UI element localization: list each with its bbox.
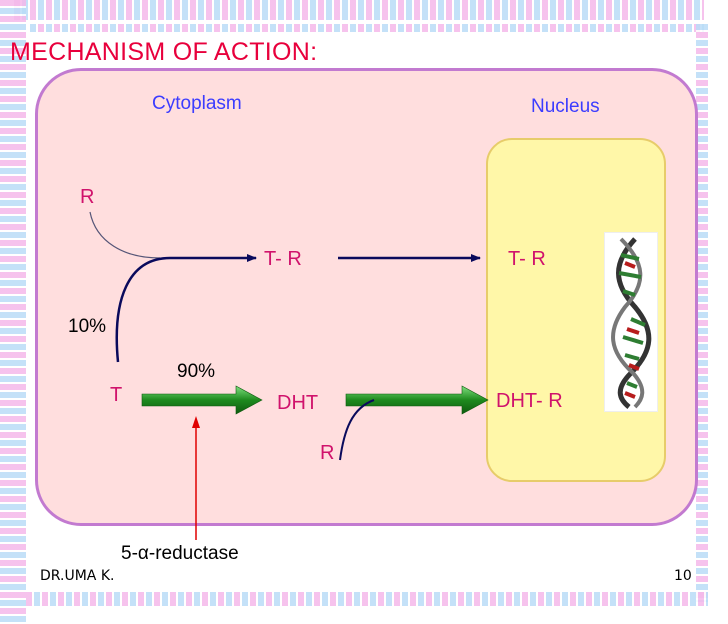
r-bottom-curve: [339, 399, 375, 461]
enzyme-prefix: 5-: [121, 543, 138, 564]
dna-helix-icon: [611, 237, 652, 409]
enzyme-suffix: -reductase: [148, 543, 239, 564]
t-to-dht-green-arrow: [141, 385, 263, 415]
decorative-stripe-left: [0, 0, 26, 624]
node-tr-nucleus: T- R: [508, 248, 546, 270]
node-tr-cytoplasm: T- R: [264, 248, 302, 270]
footer-page-number: 10: [674, 568, 692, 584]
decorative-stripe-top: [14, 0, 704, 20]
decorative-stripe-right: [696, 24, 708, 602]
dht-to-dhtr-green-arrow: [345, 385, 489, 415]
cytoplasm-label: Cytoplasm: [152, 93, 242, 114]
node-dht-r: DHT- R: [496, 390, 563, 412]
node-r-bottom: R: [320, 442, 335, 464]
enzyme-label: 5-α-reductase: [121, 543, 239, 565]
node-t: T: [110, 384, 123, 406]
footer-author: DR.UMA K.: [40, 568, 115, 584]
node-dht: DHT: [277, 392, 319, 414]
slide-title: MECHANISM OF ACTION:: [10, 38, 318, 66]
percent-90: 90%: [177, 361, 216, 382]
dna-helix-image: [604, 232, 658, 412]
enzyme-alpha: α: [137, 543, 149, 564]
node-r-top: R: [80, 186, 95, 208]
decorative-stripe-bottom: [26, 592, 708, 606]
decorative-stripe-top-inner: [30, 24, 704, 32]
r-binding-curve: [89, 211, 161, 259]
enzyme-arrow-head: [192, 416, 200, 428]
t-to-tr-arrow: [115, 254, 257, 363]
nucleus-label: Nucleus: [531, 96, 600, 117]
percent-10: 10%: [68, 316, 107, 337]
